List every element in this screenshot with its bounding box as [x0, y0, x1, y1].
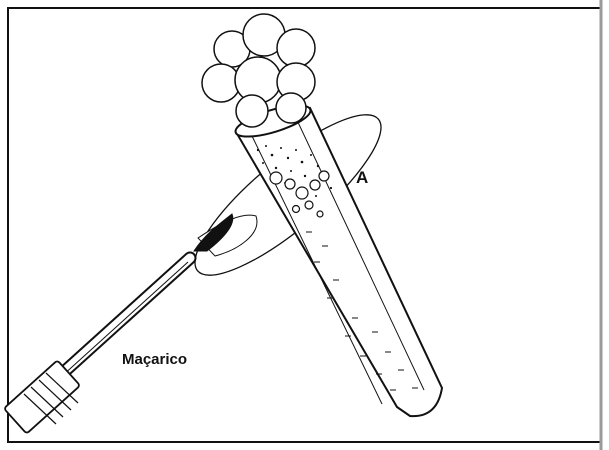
- tube-label: A: [356, 168, 368, 187]
- torch-label: Maçarico: [122, 351, 187, 368]
